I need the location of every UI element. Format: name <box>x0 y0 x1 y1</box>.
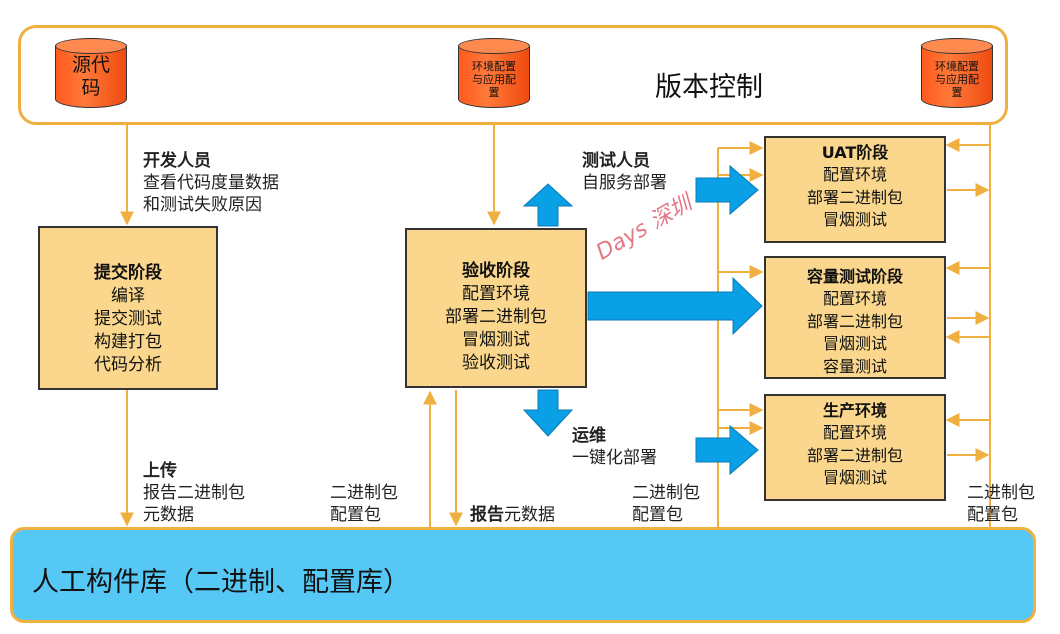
arrow-acceptance-to-capacity <box>587 276 763 336</box>
production-step: 部署二进制包 <box>806 445 903 465</box>
arrow-ops-to-production <box>695 424 759 476</box>
config-repo-center-label: 环境配置与应用配置 <box>472 60 516 100</box>
capacity-stage-title: 容量测试阶段 <box>806 267 903 286</box>
ops-title: 运维 <box>572 426 606 446</box>
arrow-acceptance-down <box>522 389 574 437</box>
acceptance-step: 配置环境 <box>462 283 530 304</box>
developer-line: 查看代码度量数据 <box>143 173 279 194</box>
acceptance-step: 验收测试 <box>462 352 530 373</box>
source-code-label: 源代码 <box>71 54 110 99</box>
developer-note: 开发人员 查看代码度量数据 和测试失败原因 <box>143 150 279 216</box>
production-step: 冒烟测试 <box>822 468 887 488</box>
commit-step: 构建打包 <box>94 331 162 352</box>
config-package-label: 配置包 <box>967 505 1018 526</box>
acceptance-stage-title: 验收阶段 <box>462 261 530 281</box>
uat-step: 配置环境 <box>822 165 887 185</box>
config-repo-right-label: 环境配置与应用配置 <box>935 60 979 100</box>
uat-stage-box: UAT阶段 配置环境 部署二进制包 冒烟测试 <box>764 136 946 243</box>
config-repo-right: 环境配置与应用配置 <box>921 38 993 110</box>
upload-title: 上传 <box>143 461 177 481</box>
capacity-step: 冒烟测试 <box>822 334 887 354</box>
source-code-repo: 源代码 <box>55 38 127 110</box>
commit-step: 编译 <box>111 285 145 306</box>
artifact-repository-title: 人工构件库（二进制、配置库） <box>32 567 410 598</box>
upload-line: 元数据 <box>143 505 194 526</box>
upload-line: 报告二进制包 <box>143 483 245 504</box>
capacity-step: 容量测试 <box>822 356 887 376</box>
binary-config-note-1: 二进制包 配置包 <box>330 482 398 526</box>
commit-stage-title: 提交阶段 <box>94 263 162 283</box>
capacity-stage-box: 容量测试阶段 配置环境 部署二进制包 冒烟测试 容量测试 <box>764 256 946 379</box>
acceptance-stage-box: 验收阶段 配置环境 部署二进制包 冒烟测试 验收测试 <box>405 228 587 388</box>
binary-package-label: 二进制包 <box>967 483 1035 503</box>
tester-line: 自服务部署 <box>582 173 667 194</box>
report-rest: 元数据 <box>504 505 555 525</box>
tester-title: 测试人员 <box>582 151 650 171</box>
capacity-step: 配置环境 <box>822 289 887 309</box>
report-title: 报告 <box>470 505 504 525</box>
arrow-acceptance-up <box>522 183 574 227</box>
commit-stage-box: 提交阶段 编译 提交测试 构建打包 代码分析 <box>38 226 218 390</box>
report-note: 报告元数据 <box>470 504 555 526</box>
production-stage-box: 生产环境 配置环境 部署二进制包 冒烟测试 <box>764 394 946 501</box>
artifact-repository-box <box>10 527 1036 623</box>
acceptance-step: 冒烟测试 <box>462 329 530 350</box>
production-stage-title: 生产环境 <box>822 401 887 420</box>
arrow-tester-to-uat <box>695 164 759 216</box>
capacity-step: 部署二进制包 <box>806 311 903 331</box>
binary-package-label: 二进制包 <box>632 483 700 503</box>
production-step: 配置环境 <box>822 423 887 443</box>
upload-note: 上传 报告二进制包 元数据 <box>143 460 245 526</box>
config-repo-center: 环境配置与应用配置 <box>458 38 530 110</box>
ops-line: 一键化部署 <box>572 448 657 469</box>
tester-note: 测试人员 自服务部署 <box>582 150 667 194</box>
binary-config-note-2: 二进制包 配置包 <box>632 482 700 526</box>
binary-package-label: 二进制包 <box>330 483 398 503</box>
binary-config-note-3: 二进制包 配置包 <box>967 482 1035 526</box>
acceptance-step: 部署二进制包 <box>445 306 547 327</box>
uat-step: 冒烟测试 <box>822 210 887 230</box>
developer-line: 和测试失败原因 <box>143 195 262 216</box>
commit-step: 提交测试 <box>94 308 162 329</box>
developer-title: 开发人员 <box>143 151 211 171</box>
uat-stage-title: UAT阶段 <box>821 143 889 162</box>
config-package-label: 配置包 <box>330 505 381 526</box>
ops-note: 运维 一键化部署 <box>572 425 657 469</box>
version-control-title: 版本控制 <box>655 72 763 103</box>
config-package-label: 配置包 <box>632 505 683 526</box>
commit-step: 代码分析 <box>94 354 162 375</box>
uat-step: 部署二进制包 <box>806 187 903 207</box>
